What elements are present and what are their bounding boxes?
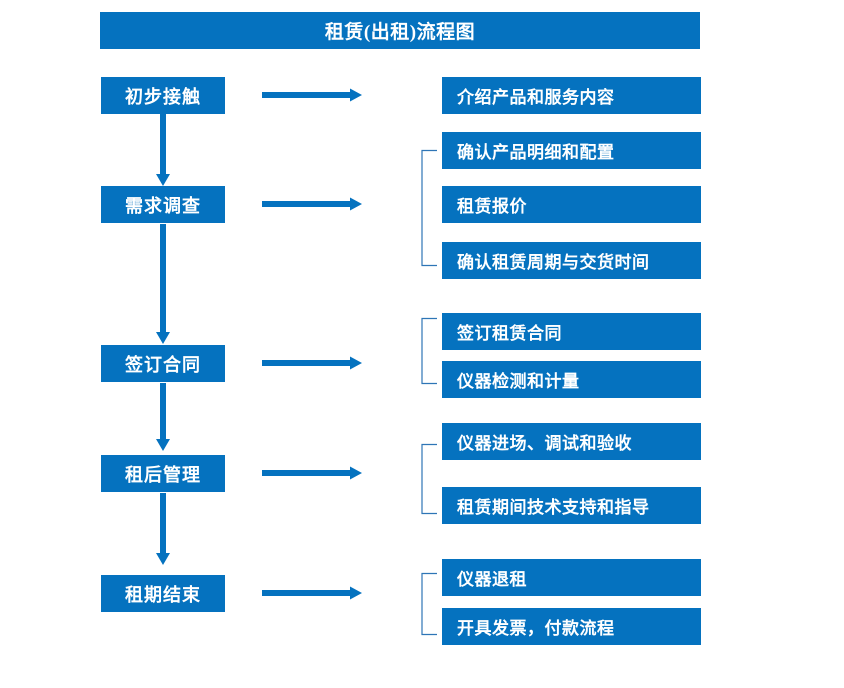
detail-box-2-2[interactable]: 租赁报价 bbox=[442, 186, 701, 223]
bracket-group-5 bbox=[421, 572, 438, 636]
stage-box-4[interactable]: 租后管理 bbox=[101, 455, 225, 492]
detail-box-2-1[interactable]: 确认产品明细和配置 bbox=[442, 132, 701, 169]
stage-box-3[interactable]: 签订合同 bbox=[101, 345, 225, 382]
detail-box-2-3[interactable]: 确认租赁周期与交货时间 bbox=[442, 242, 701, 279]
stage-box-2[interactable]: 需求调查 bbox=[101, 186, 225, 223]
arrow-right-5 bbox=[262, 586, 362, 600]
arrow-right-3 bbox=[262, 356, 362, 370]
arrow-right-4 bbox=[262, 466, 362, 480]
arrow-right-1 bbox=[262, 88, 362, 102]
flowchart-title-banner: 租赁(出租)流程图 bbox=[100, 12, 700, 49]
bracket-group-4 bbox=[421, 443, 438, 515]
arrow-down-4 bbox=[155, 493, 171, 565]
arrow-right-2 bbox=[262, 197, 362, 211]
arrow-down-3 bbox=[155, 383, 171, 451]
detail-box-4-1[interactable]: 仪器进场、调试和验收 bbox=[442, 423, 701, 460]
bracket-group-2 bbox=[421, 149, 438, 267]
stage-box-1[interactable]: 初步接触 bbox=[101, 77, 225, 114]
detail-box-3-1[interactable]: 签订租赁合同 bbox=[442, 313, 701, 350]
arrow-down-1 bbox=[155, 114, 171, 186]
detail-box-5-2[interactable]: 开具发票，付款流程 bbox=[442, 608, 701, 645]
detail-box-3-2[interactable]: 仪器检测和计量 bbox=[442, 361, 701, 398]
arrow-down-2 bbox=[155, 224, 171, 344]
detail-box-5-1[interactable]: 仪器退租 bbox=[442, 559, 701, 596]
bracket-group-3 bbox=[421, 317, 438, 385]
detail-box-4-2[interactable]: 租赁期间技术支持和指导 bbox=[442, 487, 701, 524]
detail-box-1-1[interactable]: 介绍产品和服务内容 bbox=[442, 77, 701, 114]
stage-box-5[interactable]: 租期结束 bbox=[101, 575, 225, 612]
